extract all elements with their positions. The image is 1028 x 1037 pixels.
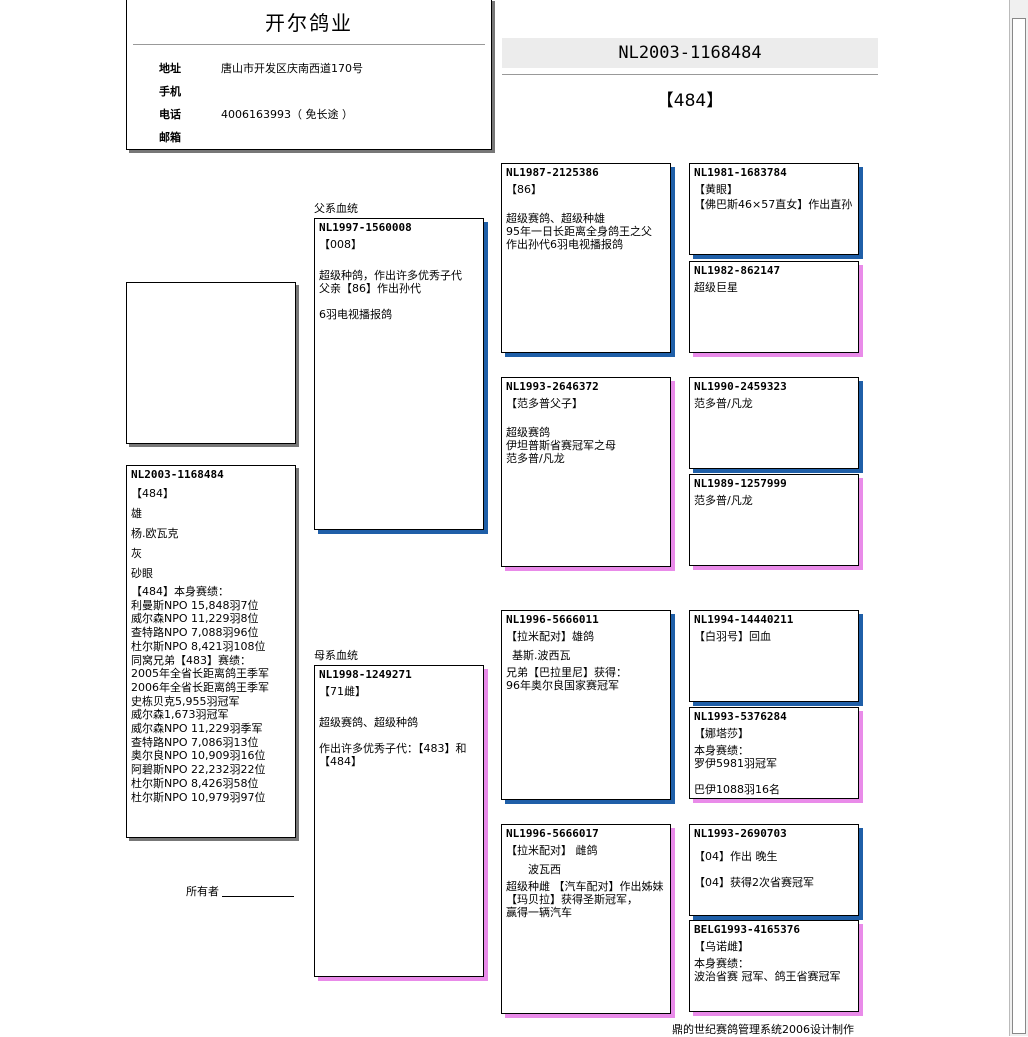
granddam-maternal-ring: NL1996-5666017	[506, 827, 599, 840]
ggp1-name: 【黄眼】	[694, 183, 738, 196]
granddam-maternal-card: NL1996-5666017 【拉米配对】 雌鸽 波瓦西 超级种雌 【汽车配对】…	[501, 824, 671, 1014]
granddam-maternal-name: 【拉米配对】 雌鸽	[506, 844, 598, 857]
subject-card: NL2003-1168484 【484】 雄 杨.欧瓦克 灰 砂眼 【484】本…	[126, 465, 296, 838]
ggp8-ring: BELG1993-4165376	[694, 923, 800, 936]
subject-eye: 砂眼	[131, 567, 153, 580]
sire-card: NL1997-1560008 【008】 超级种鸽，作出许多优秀子代 父亲【86…	[314, 218, 484, 530]
ggp2-name: 超级巨星	[694, 281, 738, 294]
ggp1-ring: NL1981-1683784	[694, 166, 787, 179]
granddam-paternal-card: NL1993-2646372 【范多普父子】 超级赛鸽 伊坦普斯省赛冠军之母 范…	[501, 377, 671, 567]
header-divider	[502, 74, 878, 75]
subject-ring: NL2003-1168484	[131, 468, 224, 481]
grandsire-maternal-breeder: 基斯.波西瓦	[512, 649, 571, 662]
sire-line-label: 父系血统	[314, 202, 358, 215]
mobile-label: 手机	[159, 85, 181, 98]
ggp3-card: NL1990-2459323 范多普/凡龙	[689, 377, 859, 469]
ggp7-ring: NL1993-2690703	[694, 827, 787, 840]
phone-label: 电话	[159, 108, 181, 121]
ggp5-card: NL1994-14440211 【白羽号】回血	[689, 610, 859, 702]
ggp1-card: NL1981-1683784 【黄眼】 【佛巴斯46×57直女】作出直孙	[689, 163, 859, 255]
owner-signature-line	[222, 896, 294, 897]
dam-note: 超级赛鸽、超级种鸽 作出许多优秀子代：【483】和【484】	[319, 716, 467, 768]
ggp8-note: 本身赛绩： 波治省赛 冠军、鸽王省赛冠军	[694, 957, 841, 983]
pigeon-photo-frame	[126, 282, 296, 444]
ggp3-name: 范多普/凡龙	[694, 397, 753, 410]
ggp3-ring: NL1990-2459323	[694, 380, 787, 393]
ggp2-ring: NL1982-862147	[694, 264, 781, 277]
ggp5-ring: NL1994-14440211	[694, 613, 794, 626]
grandsire-maternal-card: NL1996-5666011 【拉米配对】雄鸽 基斯.波西瓦 兄弟【巴拉里尼】获…	[501, 610, 671, 800]
subject-code: 【484】	[131, 487, 174, 500]
ggp6-name: 【娜塔莎】	[694, 727, 749, 740]
phone-value: 4006163993（ 免长途 ）	[221, 108, 353, 121]
ggp4-card: NL1989-1257999 范多普/凡龙	[689, 474, 859, 566]
grandsire-maternal-ring: NL1996-5666011	[506, 613, 599, 626]
ggp8-card: BELG1993-4165376 【乌诺雌】 本身赛绩： 波治省赛 冠军、鸽王省…	[689, 920, 859, 1012]
dam-name: 【71雌】	[319, 685, 366, 698]
dam-ring: NL1998-1249271	[319, 668, 412, 681]
grandsire-paternal-note: 超级赛鸽、超级种雄 95年一日长距离全身鸽王之父 作出孙代6羽电视播报鸽	[506, 212, 652, 251]
footer-credit: 鼎的世纪赛鸽管理系统2006设计制作	[672, 1023, 854, 1036]
pedigree-code-header: 【484】	[656, 91, 724, 111]
dam-line-label: 母系血统	[314, 649, 358, 662]
subject-sex: 雄	[131, 507, 142, 520]
ggp4-ring: NL1989-1257999	[694, 477, 787, 490]
email-label: 邮箱	[159, 131, 181, 144]
granddam-maternal-note: 超级种雌 【汽车配对】作出姊妹【玛贝拉】获得圣斯冠军， 赢得一辆汽车	[506, 880, 664, 919]
ggp4-name: 范多普/凡龙	[694, 494, 753, 507]
ggp7-note: 【04】作出 晚生 【04】获得2次省赛冠军	[694, 850, 814, 889]
subject-owner-name: 杨.欧瓦克	[131, 527, 179, 540]
grandsire-paternal-ring: NL1987-2125386	[506, 166, 599, 179]
grandsire-paternal-card: NL1987-2125386 【86】 超级赛鸽、超级种雄 95年一日长距离全身…	[501, 163, 671, 353]
ggp6-note: 本身赛绩： 罗伊5981羽冠军 巴伊1088羽16名	[694, 744, 780, 796]
ggp1-note: 【佛巴斯46×57直女】作出直孙	[694, 198, 853, 211]
granddam-paternal-ring: NL1993-2646372	[506, 380, 599, 393]
dam-card: NL1998-1249271 【71雌】 超级赛鸽、超级种鸽 作出许多优秀子代：…	[314, 665, 484, 977]
pedigree-ring-header: NL2003-1168484	[502, 38, 878, 68]
granddam-paternal-name: 【范多普父子】	[506, 397, 583, 410]
grandsire-maternal-name: 【拉米配对】雄鸽	[506, 630, 594, 643]
granddam-maternal-breeder: 波瓦西	[528, 863, 561, 876]
company-name: 开尔鸽业	[265, 11, 353, 35]
ggp8-name: 【乌诺雌】	[694, 940, 749, 953]
ggp6-card: NL1993-5376284 【娜塔莎】 本身赛绩： 罗伊5981羽冠军 巴伊1…	[689, 707, 859, 799]
ggp6-ring: NL1993-5376284	[694, 710, 787, 723]
sire-ring: NL1997-1560008	[319, 221, 412, 234]
granddam-paternal-note: 超级赛鸽 伊坦普斯省赛冠军之母 范多普/凡龙	[506, 426, 616, 465]
address-value: 唐山市开发区庆南西道170号	[221, 62, 363, 75]
grandsire-paternal-name: 【86】	[506, 183, 542, 196]
sire-note: 超级种鸽，作出许多优秀子代 父亲【86】作出孙代 6羽电视播报鸽	[319, 269, 462, 321]
ggp7-card: NL1993-2690703 【04】作出 晚生 【04】获得2次省赛冠军	[689, 824, 859, 916]
grandsire-maternal-note: 兄弟【巴拉里尼】获得： 96年奥尔良国家赛冠军	[506, 666, 627, 692]
ggp5-name: 【白羽号】回血	[694, 630, 771, 643]
ggp2-card: NL1982-862147 超级巨星	[689, 261, 859, 353]
subject-results: 【484】本身赛绩： 利曼斯NPO 15,848羽7位 威尔森NPO 11,22…	[131, 585, 269, 804]
subject-color: 灰	[131, 547, 142, 560]
company-divider	[133, 44, 485, 45]
scrollbar-thumb[interactable]	[1012, 18, 1026, 1034]
address-label: 地址	[159, 62, 181, 75]
owner-label: 所有者	[186, 885, 219, 898]
sire-name: 【008】	[319, 238, 362, 251]
company-info-box: 开尔鸽业 地址 唐山市开发区庆南西道170号 手机 电话 4006163993（…	[126, 0, 492, 150]
vertical-scrollbar[interactable]	[1009, 0, 1028, 1036]
